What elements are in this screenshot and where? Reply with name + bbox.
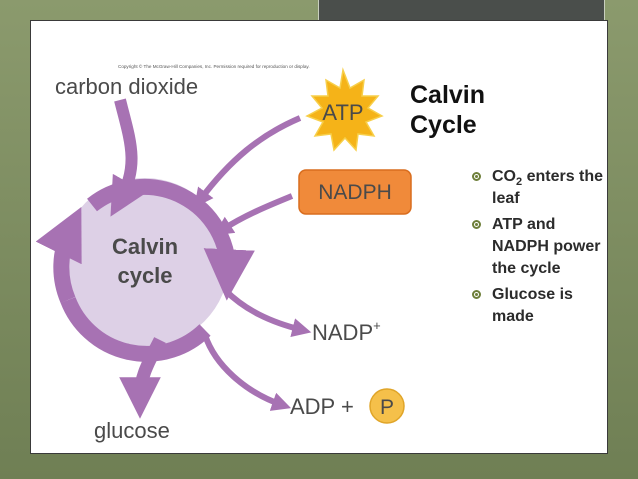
bullet-subscript: 2 — [516, 176, 523, 189]
bullet-text: ATP and NADPH power the cycle — [492, 216, 601, 277]
phosphate-circle — [369, 388, 405, 424]
bullet-item-atp-nadph: ATP and NADPH power the cycle — [466, 214, 616, 280]
bullet-text-post: enters the leaf — [492, 168, 604, 207]
bullet-list: CO2 enters the leaf ATP and NADPH power … — [466, 166, 616, 332]
atp-starburst-icon — [305, 67, 384, 152]
nadp-output-arrow — [222, 287, 312, 337]
bullet-text: Glucose is made — [492, 286, 573, 325]
glucose-label: glucose — [94, 418, 170, 443]
slide-heading: Calvin Cycle — [410, 80, 560, 140]
nadp-plus-label: NADP+ — [312, 318, 381, 345]
cycle-label-line2: cycle — [117, 263, 172, 288]
heading-line1: Calvin — [410, 81, 486, 109]
heading-line2: Cycle — [410, 111, 477, 139]
bullet-item-glucose: Glucose is made — [466, 284, 616, 328]
cycle-circle — [61, 178, 229, 346]
co2-input-arrow — [110, 98, 147, 217]
bullet-circle-icon — [472, 290, 481, 299]
bullet-item-co2: CO2 enters the leaf — [466, 166, 616, 210]
cycle-arc-left-arrow — [35, 207, 82, 304]
carbon-dioxide-label: carbon dioxide — [55, 74, 198, 99]
adp-output-arrow — [202, 333, 292, 411]
nadph-box — [298, 169, 412, 215]
bullet-circle-icon — [472, 172, 481, 181]
cycle-label-line1: Calvin — [112, 234, 178, 259]
atp-input-arrow — [194, 115, 302, 208]
phosphate-label: P — [380, 396, 394, 419]
atp-label: ATP — [322, 100, 363, 125]
nadph-label: NADPH — [318, 181, 392, 204]
bullet-circle-icon — [472, 220, 481, 229]
cycle-arc-bottom — [60, 296, 211, 362]
nadph-input-arrow — [213, 193, 294, 236]
adp-label: ADP + — [290, 394, 354, 419]
bullet-text-pre: CO — [492, 168, 516, 185]
glucose-output-arrow — [119, 337, 166, 419]
copyright-notice: Copyright © The McGraw-Hill Companies, I… — [118, 64, 310, 69]
